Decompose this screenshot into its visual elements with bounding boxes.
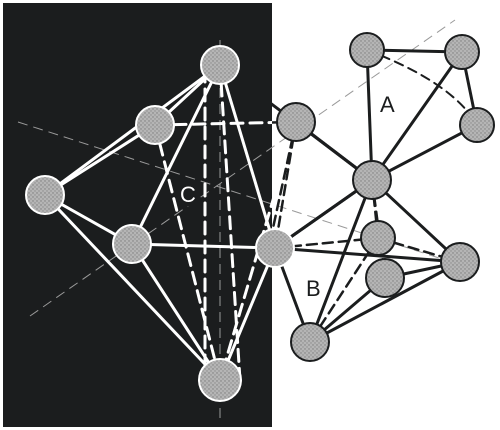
atom [459,107,495,143]
atom [135,105,175,145]
atom [349,32,385,68]
label-a: A [380,92,395,117]
label-c-bg [178,180,200,206]
atom [200,45,240,85]
atom [365,258,405,298]
atom [444,34,480,70]
polyhedron-b [273,178,462,344]
atom [198,358,242,402]
atom [352,160,392,200]
atoms [25,32,495,402]
atom [25,175,65,215]
atom [276,102,316,142]
label-c: C [180,182,196,207]
guide-lines [17,19,471,420]
label-b: B [306,276,321,301]
atom [360,220,396,256]
atom [290,322,330,362]
atom [255,228,295,268]
atom [440,242,480,282]
atom [112,224,152,264]
